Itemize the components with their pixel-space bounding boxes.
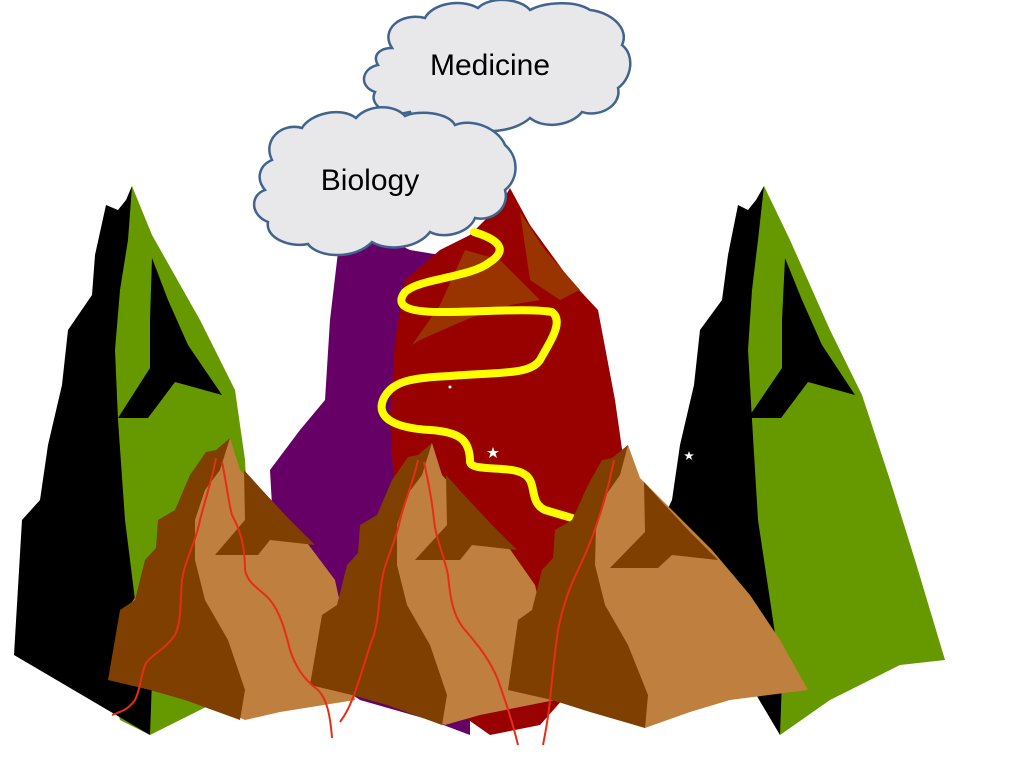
- crack-line: [221, 461, 333, 739]
- foothill-middle: [310, 443, 555, 725]
- foothill-middle-dark-face: [310, 443, 447, 725]
- foothill-left-dark-face: [108, 438, 245, 720]
- foothill-right-dark-face: [508, 445, 648, 728]
- crack-line: [423, 461, 519, 746]
- foothill-right-shadow: [610, 482, 718, 568]
- cloud-medicine-shape: [362, 0, 632, 133]
- star-marker: [487, 447, 499, 458]
- left-mountain-shadow-notch: [118, 258, 222, 418]
- crack-line: [542, 459, 615, 746]
- left-mountain-dark-face: [14, 186, 152, 735]
- crack-line: [339, 459, 419, 723]
- cloud-biology-shape: [252, 106, 517, 257]
- central-mountain-orange-ridge: [412, 250, 540, 345]
- crack-line: [111, 457, 217, 716]
- cloud-medicine: Medicine: [362, 0, 632, 133]
- cloud-biology: Biology: [252, 106, 517, 257]
- foothill-middle-shadow: [415, 475, 517, 560]
- crack-lines: [111, 457, 615, 746]
- star-marker: [448, 385, 452, 389]
- right-mountain-shadow-notch: [748, 258, 855, 418]
- cloud-biology-label: Biology: [321, 164, 419, 197]
- star-marker: [684, 451, 694, 460]
- central-mountain-orange-highlight: [520, 212, 580, 300]
- cloud-medicine-label: Medicine: [430, 49, 550, 82]
- foothill-right: [508, 445, 808, 728]
- yellow-trail-path: [377, 228, 576, 522]
- stars: [448, 385, 694, 460]
